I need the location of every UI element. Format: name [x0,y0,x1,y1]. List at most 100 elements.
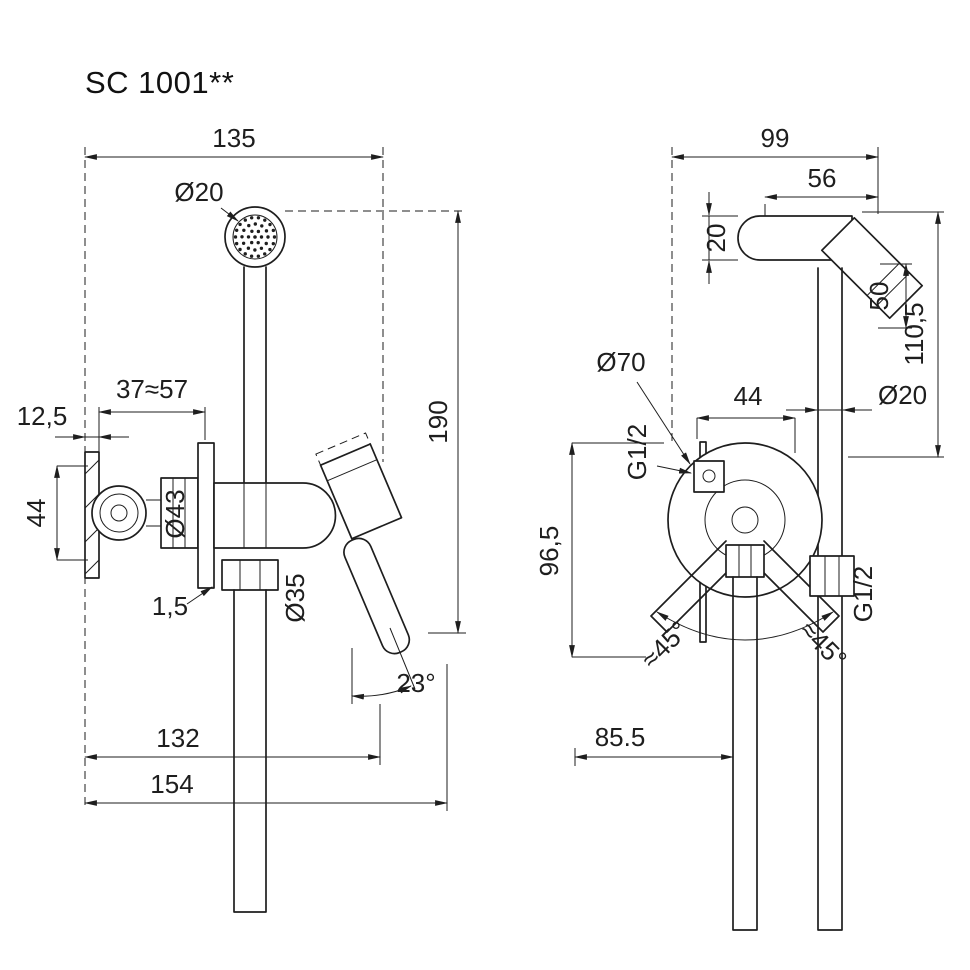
spray-head-face [232,214,278,260]
dim-width-total: 154 [83,664,449,811]
label-spray-diameter-text: Ø20 [174,177,223,207]
inlet-port-square [693,460,725,493]
dim-width-top: 135 [83,123,385,160]
shower-hose-front [233,589,267,913]
front-view: 135 190 Ø20 [17,123,466,913]
dim-wall-offset-ext [98,407,206,448]
holder-bracket-seam [327,459,378,482]
drawing-title: SC 1001** [85,65,234,100]
dim-head-height-ext [848,211,944,458]
inlet-port-bore [702,469,716,483]
spray-nozzle-ring-inner [246,228,264,246]
label-outlet-thread: G1/2 [848,566,878,622]
dim-head-length-label: 56 [808,163,837,193]
lever-handle-shape [343,537,411,655]
wall-flange [84,451,100,579]
hose-nut [221,559,279,591]
dim-total-height: 190 [423,209,466,635]
wall-flange-outline [84,451,100,579]
dim-drop-height: 96,5 [534,441,664,659]
dim-width-to-handle-label: 132 [156,723,199,753]
dim-head-drop: 50 [864,262,912,330]
riser-through-body [243,483,267,548]
spray-nozzle-ring-mid [240,222,270,252]
dim-body-depth: 44 [695,381,797,453]
dim-wall-offset-label: 37≈57 [116,374,188,404]
label-inlet-thread-text: G1/2 [622,424,652,480]
hose-connector-facets [738,545,752,577]
dim-head-drop-label: 50 [864,282,894,311]
label-rosette-diameter-front: Ø43 [160,489,190,538]
dim-total-height-label: 190 [423,400,453,443]
dim-inlet-height-label: 44 [21,499,51,528]
mixer-body [213,482,337,549]
inlet-port [693,460,725,493]
label-rosette-diameter-side-text: Ø70 [596,347,645,377]
label-swivel-left: ≈45° [635,615,694,674]
outlet-nut [809,555,855,597]
label-rosette-gap: 1,5 [152,586,213,621]
spray-head [224,206,286,268]
dim-inlet-height-ext [57,465,88,561]
telescopic-mechanism [160,442,215,589]
riser-tube [243,266,267,484]
telescopic-segments [172,478,186,548]
label-spray-diameter: Ø20 [174,177,239,222]
swivel-arms [650,540,840,633]
dim-plate-offset-ext [85,430,100,452]
dim-drop-height-label: 96,5 [534,526,564,577]
dim-head-height-label: 110,5 [899,302,929,365]
outlet-nut-facets [824,556,840,596]
dim-drop-height-ext [572,442,664,658]
dim-width-top-label: 135 [212,123,255,153]
sprayer-head-shape [820,216,924,320]
spray-nozzle-ring-outer [233,215,277,259]
supply-tube-side [817,267,843,931]
label-body-diameter: Ø35 [280,573,310,622]
dim-head-diameter: 20 [701,192,738,284]
dim-hose-offset: 85.5 [573,722,735,766]
label-swivel-right: ≈45° [794,615,853,674]
label-spray-diameter-leader [220,207,239,222]
spray-nozzle-center [253,235,257,239]
inlet-connector [91,485,161,541]
dim-head-diameter-label: 20 [701,224,731,253]
hose-nut-outline [221,559,279,591]
hose-nut-facets [239,560,261,590]
dim-handle-angle: 23° [350,627,436,704]
dim-hose-offset-label: 85.5 [595,722,646,752]
dim-body-depth-label: 44 [734,381,763,411]
dim-width-to-handle: 132 [83,704,382,765]
dim-handle-angle-arc [350,685,412,700]
wall-flange-hatch [84,459,100,575]
lever-handle [343,537,411,655]
dim-head-height: 110,5 [848,210,944,459]
holder-bracket-outline [319,443,403,540]
dim-tube-diameter-label: Ø20 [878,380,927,410]
hose-connector-outline [725,544,765,578]
dim-plate-offset: 12,5 [17,401,129,452]
label-rosette-diameter-side-leader [636,381,691,465]
dim-handle-angle-label: 23° [396,668,435,698]
shower-hose-side [732,576,758,931]
inlet-connector-mid [99,493,139,533]
label-inlet-thread: G1/2 [622,424,693,480]
side-view: 99 56 [534,123,944,931]
hose-connector-side [725,544,765,578]
pivot-hub [731,506,759,534]
swivel-range-arc [656,611,834,641]
inlet-connector-bore [110,504,128,522]
rosette-plate [197,442,215,589]
dim-head-length: 56 [763,147,880,216]
inlet-connector-shaft [146,499,161,527]
label-rosette-gap-text: 1,5 [152,591,188,621]
dim-wall-offset-range: 37≈57 [97,374,207,448]
dim-depth-total-label: 99 [761,123,790,153]
dim-inlet-height: 44 [21,464,88,562]
label-inlet-thread-leader [656,465,693,474]
dim-head-length-ext [764,147,879,216]
dim-plate-offset-label: 12,5 [17,401,68,431]
label-rosette-diameter-side: Ø70 [596,347,691,465]
